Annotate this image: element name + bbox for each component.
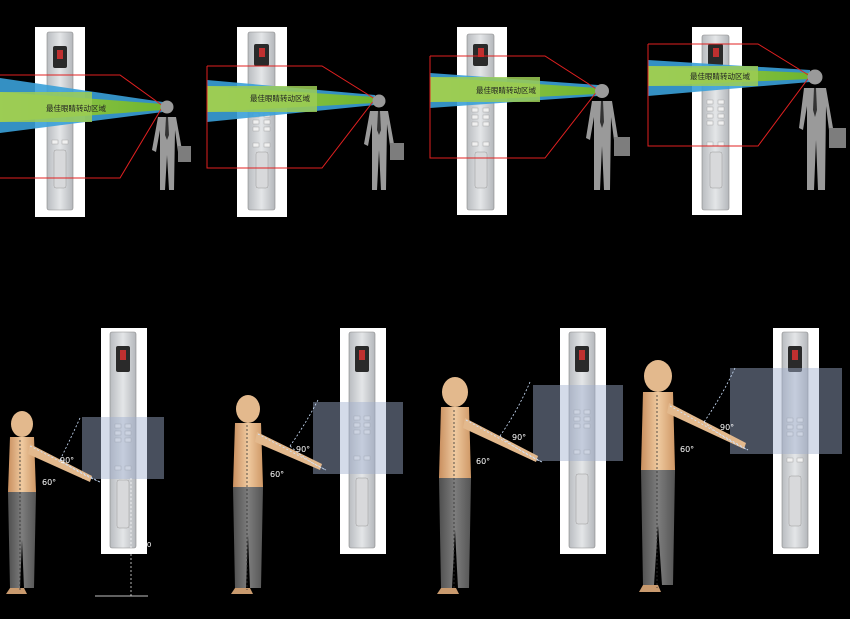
- zone-label: 最佳眼睛转动区域: [690, 71, 750, 81]
- reach-zone-box: [730, 368, 842, 454]
- reach-arc: [465, 381, 543, 463]
- human-figure: [437, 377, 538, 594]
- angle-label-60: 60°: [42, 478, 56, 487]
- button-grid: [573, 409, 591, 455]
- bottom-panel-4: 90° 60°: [639, 328, 842, 592]
- top-panel-3: 最佳眼睛转动区域: [429, 27, 630, 215]
- top-panel-4: 最佳眼睛转动区域: [647, 27, 846, 215]
- eye-zone-outline: [429, 55, 599, 159]
- bottom-panel-1: 90° 60° 120: [6, 328, 164, 597]
- button-grid: [706, 99, 725, 147]
- reach-arc: [29, 417, 101, 483]
- cop-panel: [109, 331, 137, 549]
- angle-label-90: 90°: [512, 433, 526, 442]
- reach-zone-box: [533, 385, 623, 461]
- angle-label-60: 60°: [680, 445, 694, 454]
- eye-zone-outline: [647, 43, 811, 147]
- dimension-label: 120: [138, 541, 151, 549]
- zone-label: 最佳眼睛转动区域: [476, 85, 536, 95]
- top-panel-2: 最佳眼睛转动区域: [206, 27, 404, 217]
- cop-panel: [568, 331, 596, 549]
- button-grid: [353, 415, 371, 461]
- cop-panel: [348, 331, 376, 549]
- cop-panel: [247, 31, 276, 211]
- cop-panel: [701, 34, 730, 211]
- businessman-figure: [152, 100, 191, 190]
- button-grid: [114, 423, 132, 471]
- top-panel-1: 最佳眼睛转动区域: [0, 27, 191, 217]
- button-grid: [471, 107, 490, 147]
- businessman-figure: [364, 94, 404, 190]
- bottom-panel-2: 90° 60°: [231, 328, 403, 594]
- cop-panel: [466, 33, 495, 211]
- reach-zone-box: [313, 402, 403, 474]
- human-figure: [639, 360, 746, 592]
- zone-label: 最佳眼睛转动区域: [46, 103, 106, 113]
- reach-zone-box: [82, 417, 164, 479]
- zone-label: 最佳眼睛转动区域: [250, 93, 310, 103]
- cop-panel: [781, 331, 809, 549]
- angle-label-90: 90°: [60, 456, 74, 465]
- angle-label-90: 90°: [720, 423, 734, 432]
- businessman-figure: [586, 84, 630, 190]
- bottom-panel-3: 90° 60°: [437, 328, 623, 594]
- reach-arc: [669, 367, 749, 451]
- human-figure: [231, 395, 322, 594]
- human-figure: [6, 411, 92, 594]
- businessman-figure: [799, 69, 846, 190]
- angle-label-90: 90°: [296, 445, 310, 454]
- button-grid: [786, 417, 804, 463]
- angle-label-60: 60°: [270, 470, 284, 479]
- angle-label-60: 60°: [476, 457, 490, 466]
- reach-arc: [257, 399, 327, 471]
- eye-zone-outline: [206, 65, 376, 169]
